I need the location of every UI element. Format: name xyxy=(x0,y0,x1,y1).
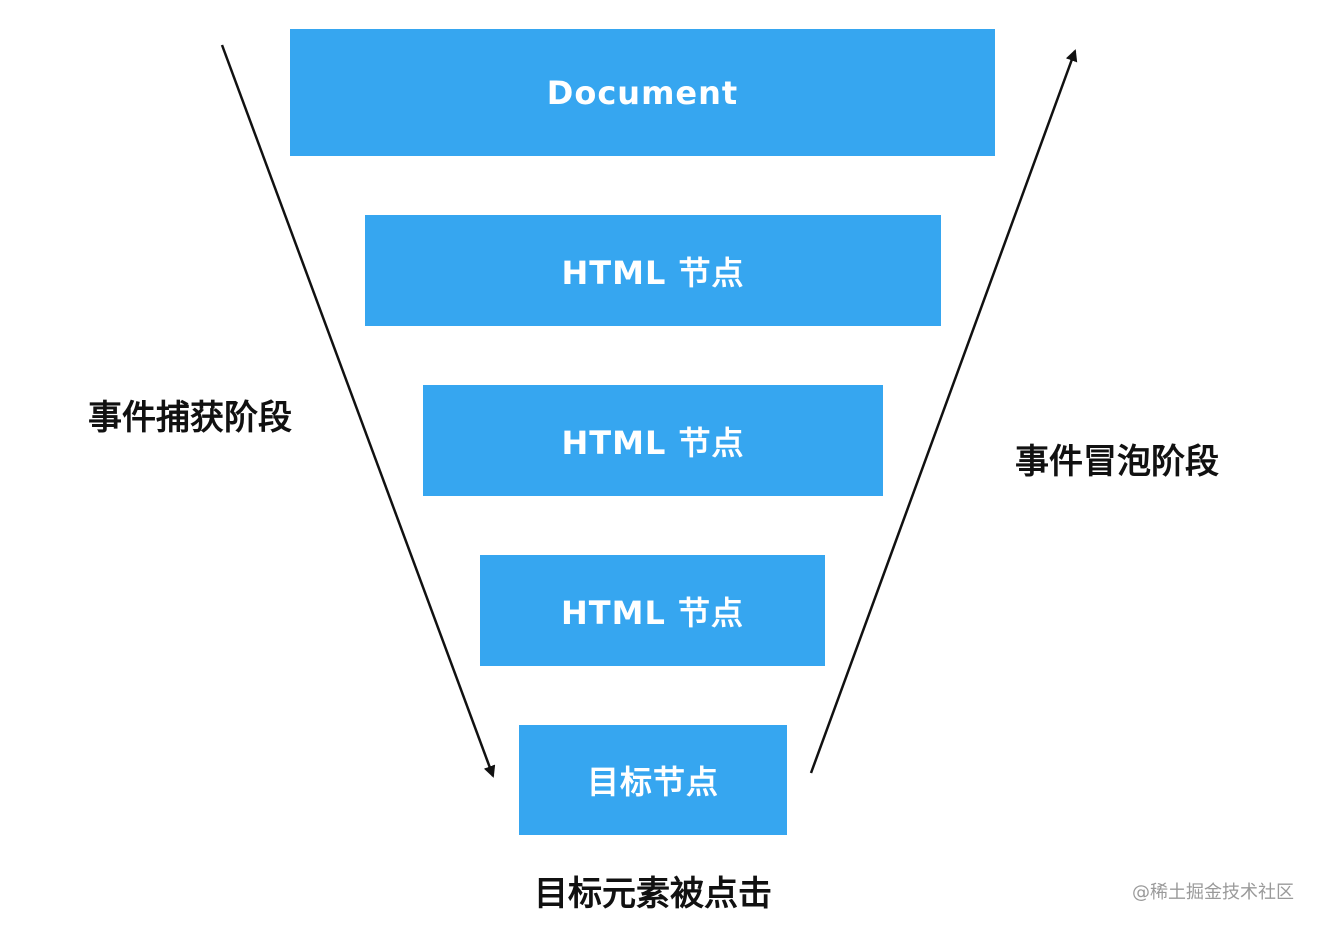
html-node-layer-1: HTML 节点 xyxy=(365,215,941,326)
bubble-phase-label: 事件冒泡阶段 xyxy=(1015,442,1219,482)
target-node-layer-label: 目标节点 xyxy=(586,763,719,801)
document-layer: Document xyxy=(290,29,995,156)
target-caption: 目标元素被点击 xyxy=(534,874,772,914)
bubble-arrow xyxy=(809,49,1078,774)
target-node-layer: 目标节点 xyxy=(519,725,787,835)
html-node-layer-1-label: HTML 节点 xyxy=(561,253,745,292)
capture-arrow xyxy=(220,44,496,778)
capture-phase-label: 事件捕获阶段 xyxy=(88,398,292,438)
watermark: @稀土掘金技术社区 xyxy=(1132,882,1294,903)
document-layer-label: Document xyxy=(546,73,739,112)
html-node-layer-3: HTML 节点 xyxy=(480,555,825,666)
html-node-layer-2-label: HTML 节点 xyxy=(561,423,745,462)
html-node-layer-2: HTML 节点 xyxy=(423,385,883,496)
html-node-layer-3-label: HTML 节点 xyxy=(561,593,744,632)
